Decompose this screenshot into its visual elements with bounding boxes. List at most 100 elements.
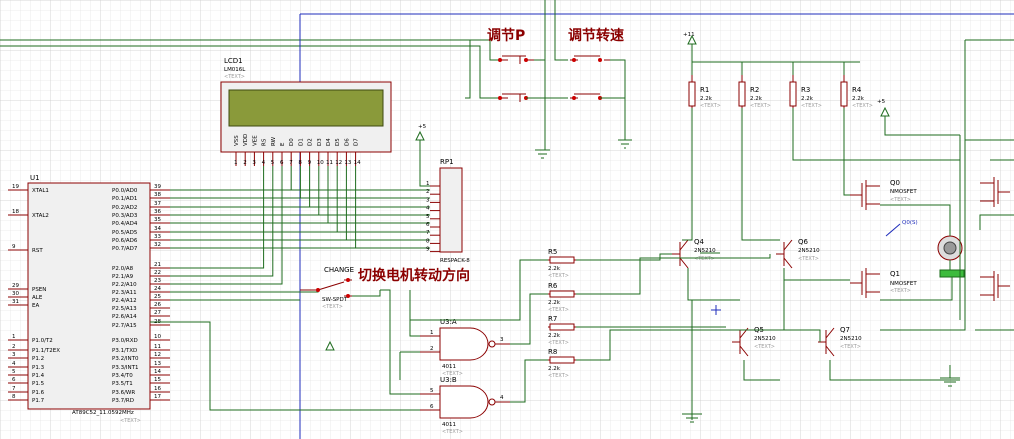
mcu-pin-num: 38 (154, 192, 161, 198)
mcu-pin-name: P2.1/A9 (112, 274, 134, 280)
mcu-pin-num: 36 (154, 209, 161, 215)
mcu-pin-num: 23 (154, 278, 161, 284)
lcd-pin-num: 14 (354, 160, 361, 166)
bridge-wires (576, 40, 1014, 423)
label-adjust-speed: 调节转速 (568, 27, 624, 44)
mcu-pin-name: P0.1/AD1 (112, 196, 137, 202)
lcd-pin-name: RS (262, 138, 268, 146)
lcd-pin-num: 12 (335, 160, 342, 166)
mcu-pin-num: 15 (154, 377, 161, 383)
mcu-at89c52: U1 19XTAL118XTAL29RST29PSEN30ALE31EA1P1.… (8, 174, 170, 424)
transistor-part: 2N5210 (754, 336, 776, 342)
mcu-pin-num: 33 (154, 234, 161, 240)
resistor-text: <TEXT> (548, 307, 569, 313)
mcu-pin-name: RST (32, 248, 43, 254)
rp-pin-num: 5 (426, 214, 430, 220)
resistor-r7: R72.2k<TEXT> (548, 315, 576, 346)
button-adjust-speed[interactable]: 调节转速 (568, 27, 624, 100)
lcd-pin-num: 8 (298, 160, 302, 166)
lcd-pin-name: VSS (234, 135, 240, 146)
mcu-pin-name: P3.4/T0 (112, 373, 133, 379)
transistor-part: 2N5210 (840, 336, 862, 342)
mcu-pin-name: P2.7/A15 (112, 323, 137, 329)
button-adjust-p[interactable]: 调节P (487, 27, 534, 102)
resistor-text: <TEXT> (801, 103, 822, 109)
lcd-pin-name: D2 (308, 138, 314, 146)
mcu-pin-name: P1.2 (32, 356, 44, 362)
mosfet-right-top (980, 177, 1010, 207)
mosfet-right-bottom (980, 271, 1010, 301)
crosshair-marker (711, 305, 721, 315)
mcu-pin-num: 27 (154, 310, 161, 316)
resistor-ref: R6 (548, 282, 558, 290)
mcu-pin-name: P0.0/AD0 (112, 188, 138, 194)
svg-text:6: 6 (430, 404, 434, 410)
lcd-pin-name: D4 (326, 138, 332, 146)
mcu-ref: U1 (30, 174, 40, 182)
svg-text:5: 5 (430, 388, 434, 394)
resistor-value: 2.2k (548, 366, 561, 372)
mcu-pin-name: P3.0/RXD (112, 338, 138, 344)
data-bus-wires (170, 166, 430, 301)
rp-pin-num: 9 (426, 247, 430, 253)
svg-text:<TEXT>: <TEXT> (442, 371, 463, 377)
lcd-pin-num: 3 (252, 160, 256, 166)
mcu-pin-name: P1.1/T2EX (32, 348, 60, 354)
mcu-pin-num: 19 (12, 184, 19, 190)
resistor-ref: R1 (700, 86, 709, 94)
mcu-pin-name: P1.4 (32, 373, 45, 379)
svg-text:4: 4 (500, 395, 504, 401)
supply-plus11: +11 (683, 32, 860, 75)
lcd-pin-name: VEE (252, 135, 258, 146)
mcu-pin-num: 37 (154, 201, 161, 207)
lcd-pin-name: E (280, 142, 286, 146)
resistor-text: <TEXT> (852, 103, 873, 109)
rp-ref: RP1 (440, 158, 454, 166)
motor (880, 204, 965, 301)
resistor-r8: R82.2k<TEXT> (548, 348, 576, 379)
resistor-r3: R32.2k<TEXT> (789, 75, 822, 109)
resistor-r6: R6 2.2k<TEXT> (548, 282, 576, 313)
svg-text:NMOSFET: NMOSFET (890, 189, 917, 195)
mcu-pin-num: 25 (154, 294, 161, 300)
lcd-pin-name: RW (271, 136, 277, 146)
power-5v-a: +5 (418, 124, 427, 130)
lcd-display: LCD1 LM016L <TEXT> VSS1VDD2VEE3RS4RW5E6D… (220, 57, 392, 166)
gate-a-ref: U3:A (440, 318, 457, 326)
lcd-pin-num: 9 (308, 160, 312, 166)
lcd-pin-num: 13 (344, 160, 351, 166)
lcd-pin-num: 6 (280, 160, 284, 166)
mcu-pin-name: P3.3/INT1 (112, 365, 139, 371)
rp-pin-num: 2 (426, 189, 430, 195)
mcu-pin-name: P0.4/AD4 (112, 221, 138, 227)
resistor-r5: R52.2k<TEXT> (548, 248, 576, 279)
switch-change[interactable]: CHANGE SW-SPDT <TEXT> 切换电机转动方向 (300, 266, 470, 351)
mcu-pin-num: 11 (154, 344, 161, 350)
mcu-pin-num: 17 (154, 394, 161, 400)
power-5v-b: +5 (877, 99, 886, 105)
switch-ref: CHANGE (324, 266, 354, 274)
mcu-pin-name: P1.5 (32, 381, 45, 387)
svg-text:<TEXT>: <TEXT> (890, 197, 911, 203)
resistor-ref: R8 (548, 348, 557, 356)
svg-text:<TEXT>: <TEXT> (442, 429, 463, 435)
mcu-pin-name: XTAL1 (32, 188, 49, 194)
transistor-ref: Q4 (694, 238, 705, 246)
lcd-pin-name: D5 (335, 138, 341, 146)
transistor-part: 2N5210 (798, 248, 820, 254)
resistor-r2: R22.2k<TEXT> (738, 75, 771, 109)
resistor-value: 2.2k (548, 300, 561, 306)
rp-pin-num: 6 (426, 222, 430, 228)
resistor-ref: R4 (852, 86, 862, 94)
mcu-pin-name: P2.4/A12 (112, 298, 137, 304)
svg-text:3: 3 (500, 337, 504, 343)
mcu-pin-name: P2.2/A10 (112, 282, 137, 288)
rp-part: RESPACK-8 (440, 258, 470, 264)
mcu-pin-name: EA (32, 303, 39, 309)
mcu-pin-name: P0.3/AD3 (112, 213, 138, 219)
lcd-pin-num: 1 (234, 160, 238, 166)
mcu-pin-name: P2.6/A14 (112, 314, 137, 320)
lcd-pin-num: 5 (271, 160, 275, 166)
